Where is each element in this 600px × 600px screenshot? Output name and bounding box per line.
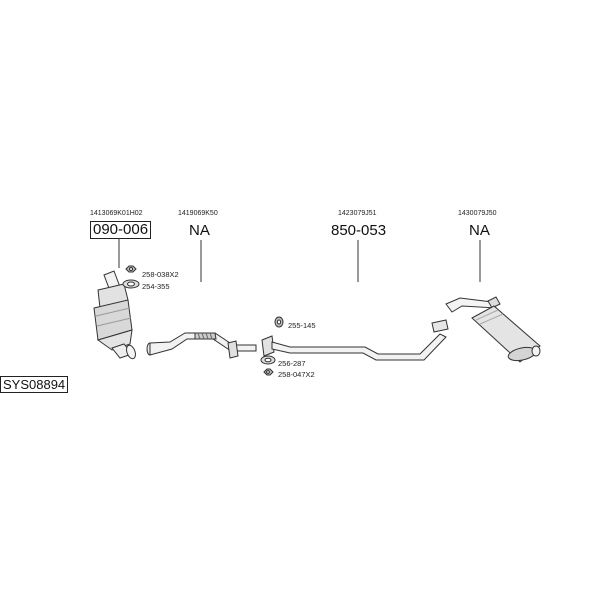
oe-number-rear-silencer: 1430079J50 xyxy=(458,210,497,217)
fitting-nut-258-047x2 xyxy=(263,368,274,376)
system-code-label: SYS08894 xyxy=(0,376,69,393)
middle-pipe-part xyxy=(261,319,449,361)
fitting-label-255-145[interactable]: 255-145 xyxy=(288,321,316,330)
oe-number-middle-pipe: 1423079J51 xyxy=(338,210,377,217)
fitting-gasket-254-355 xyxy=(122,279,140,289)
fitting-label-254-355[interactable]: 254-355 xyxy=(142,282,170,291)
fitting-ring-256-287 xyxy=(260,355,276,365)
part-code-rear-silencer[interactable]: NA xyxy=(469,222,490,239)
part-code-front-pipe[interactable]: NA xyxy=(189,222,210,239)
oe-number-front-pipe: 1419069K50 xyxy=(178,210,218,217)
fitting-clamp-255-145 xyxy=(274,316,284,328)
part-code-catalyst[interactable]: 090-006 xyxy=(90,221,152,239)
rear-silencer-part xyxy=(445,296,541,363)
fitting-nut-258-038x2 xyxy=(125,265,137,273)
catalytic-converter-part xyxy=(93,270,136,360)
oe-number-catalyst: 1413069K01H02 xyxy=(90,210,143,217)
part-code-middle-pipe[interactable]: 850-053 xyxy=(331,222,387,239)
fitting-label-258-038x2[interactable]: 258-038X2 xyxy=(142,270,179,279)
front-pipe-part xyxy=(146,332,257,359)
fitting-label-258-047x2[interactable]: 258-047X2 xyxy=(278,370,315,379)
fitting-label-256-287[interactable]: 256-287 xyxy=(278,359,306,368)
